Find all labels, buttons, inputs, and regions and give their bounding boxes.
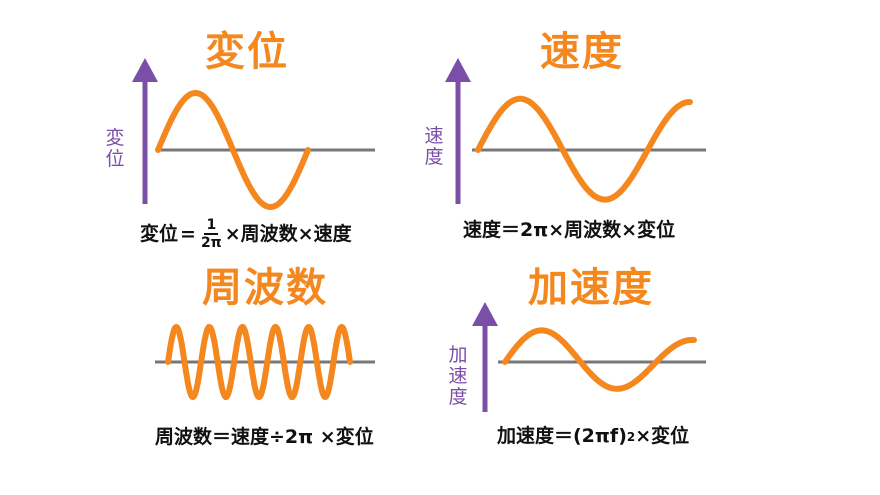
axis-arrowhead-acceleration <box>472 302 498 326</box>
formula-displacement-fraction: 1 2π <box>201 218 222 250</box>
formula-acceleration: 加速度＝(2πf) 2 ×変位 <box>497 427 689 446</box>
wave-acceleration <box>502 327 697 392</box>
fraction-numerator: 1 <box>204 217 219 235</box>
formula-acceleration-exponent: 2 <box>626 429 636 444</box>
axis-arrowhead-displacement <box>132 58 158 82</box>
title-frequency: 周波数 <box>202 265 328 311</box>
formula-displacement-eq: = <box>180 222 196 245</box>
title-acceleration: 加速度 <box>528 265 654 311</box>
formula-acceleration-base: 加速度＝(2πf) <box>497 425 627 447</box>
formula-frequency: 周波数＝速度÷2π ×変位 <box>155 426 374 448</box>
fraction-denominator: 2π <box>200 235 222 251</box>
wave-velocity <box>475 95 693 203</box>
formula-displacement: 変位 = 1 2π ×周波数×速度 <box>140 218 352 250</box>
formula-velocity: 速度＝2π×周波数×変位 <box>463 219 676 241</box>
axis-label-velocity: 速度 <box>424 125 444 168</box>
axis-label-displacement: 変位 <box>105 127 125 170</box>
wave-displacement <box>155 90 311 210</box>
title-displacement: 変位 <box>205 29 289 75</box>
axis-label-acceleration: 加速度 <box>448 344 468 408</box>
title-velocity: 速度 <box>540 29 624 75</box>
formula-displacement-rest: ×周波数×速度 <box>224 222 352 245</box>
wave-frequency <box>165 323 353 401</box>
axis-arrowhead-velocity <box>445 58 471 82</box>
formula-displacement-lhs: 変位 <box>140 222 179 245</box>
formula-acceleration-rest: ×変位 <box>635 425 690 447</box>
